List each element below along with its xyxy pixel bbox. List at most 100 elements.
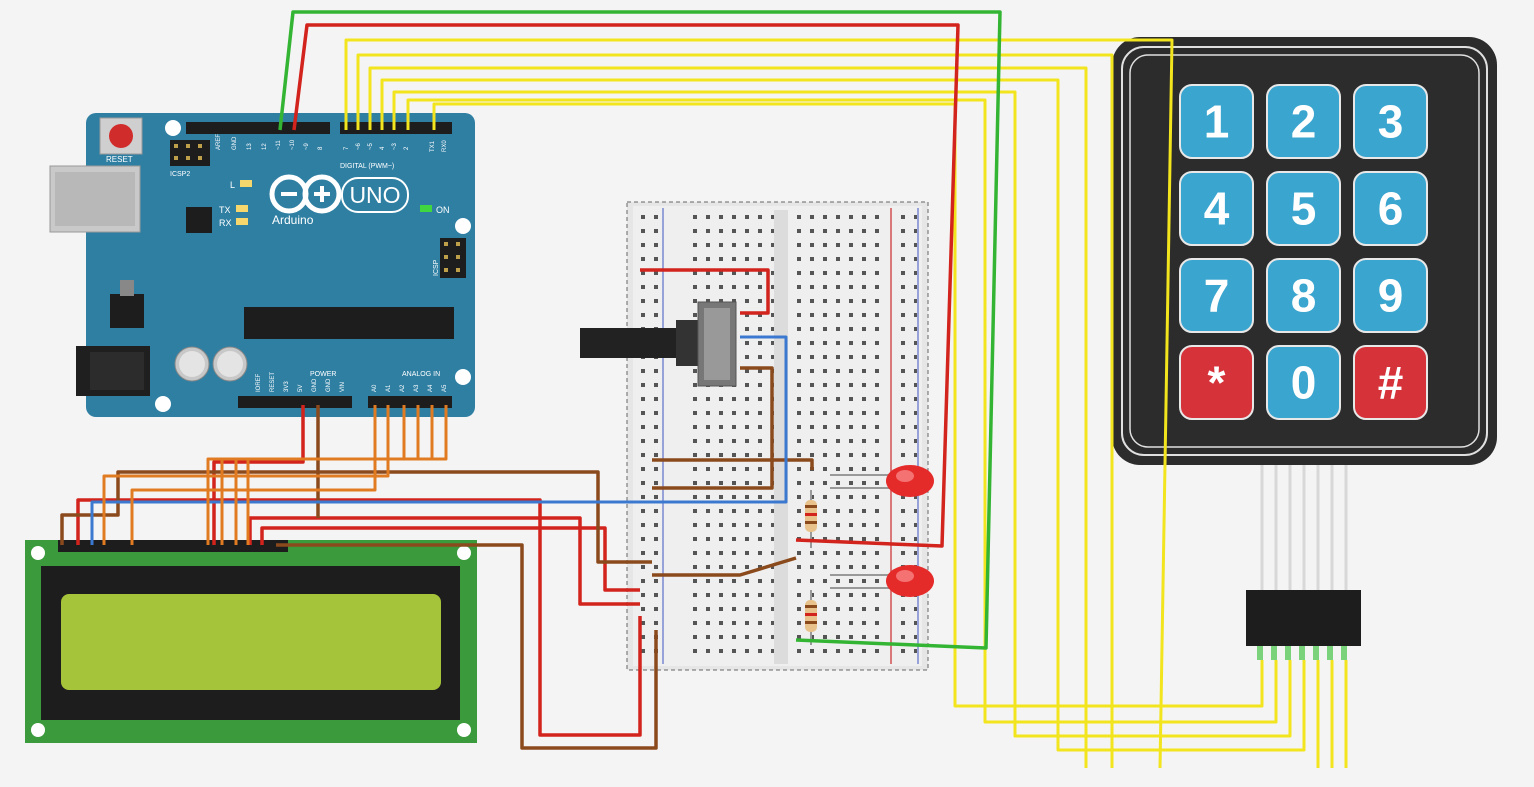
- uno-label: UNO: [349, 182, 400, 208]
- icsp-label: ICSP: [433, 259, 440, 276]
- arduino-uno-board: RESET ICSP2 AREF GND 13 12 ~11 ~10 ~9 8 …: [49, 113, 475, 417]
- pin-label: 8: [318, 146, 324, 150]
- icsp2-label: ICSP2: [170, 171, 190, 178]
- wire-red: [76, 498, 642, 737]
- pin-label: ~5: [368, 142, 374, 150]
- pin-label: RX0: [442, 140, 448, 152]
- keypad-key-label: 4: [1204, 183, 1230, 235]
- pin-label: ~3: [392, 142, 398, 150]
- pin-label: 7: [344, 146, 350, 150]
- keypad-key-star[interactable]: *: [1179, 345, 1254, 420]
- power-label: POWER: [310, 371, 336, 378]
- pin-label: 12: [262, 143, 268, 150]
- keypad-key-label: 7: [1204, 270, 1230, 322]
- lcd-16x2-display: [25, 540, 477, 743]
- keypad-key-label: 0: [1291, 357, 1317, 409]
- wire-yellow: [432, 102, 1264, 708]
- keypad-key-1[interactable]: 1: [1179, 84, 1254, 159]
- keypad-key-label: 5: [1291, 183, 1317, 235]
- wire-red: [640, 268, 770, 315]
- led-tx: [236, 205, 248, 212]
- wire-orange: [102, 405, 390, 545]
- arduino-brand: Arduino: [272, 213, 314, 227]
- reset-label: RESET: [106, 155, 133, 164]
- wire-red: [260, 526, 640, 592]
- pin-label: GND: [232, 136, 238, 150]
- keypad-key-3[interactable]: 3: [1353, 84, 1428, 159]
- led-l: [240, 180, 252, 187]
- reset-button[interactable]: [99, 117, 143, 155]
- wire-orange: [130, 405, 377, 545]
- keypad-key-label: 8: [1291, 270, 1317, 322]
- lcd-screen: [61, 594, 441, 690]
- keypad-key-hash[interactable]: #: [1353, 345, 1428, 420]
- keypad-key-5[interactable]: 5: [1266, 171, 1341, 246]
- keypad-key-7[interactable]: 7: [1179, 258, 1254, 333]
- wire-yellow: [380, 78, 1306, 752]
- potentiometer[interactable]: [580, 301, 737, 387]
- wire-yellow: [344, 38, 1174, 769]
- wire-yellow: [368, 66, 1088, 768]
- keypad-key-label: 3: [1378, 96, 1404, 148]
- led-tx-label: TX: [219, 205, 231, 215]
- wire-brown: [652, 366, 774, 490]
- arduino-logo: [269, 174, 409, 214]
- wire-brown: [652, 458, 814, 470]
- pin-label: ~6: [356, 142, 362, 150]
- wire-blue: [90, 335, 788, 545]
- pin-label: GND: [312, 378, 318, 392]
- keypad-key-2[interactable]: 2: [1266, 84, 1341, 159]
- pin-label: AREF: [216, 134, 222, 150]
- wire-yellow: [406, 98, 1278, 724]
- keypad-key-8[interactable]: 8: [1266, 258, 1341, 333]
- led-on-label: ON: [436, 205, 450, 215]
- wire-red: [248, 516, 640, 606]
- keypad-key-4[interactable]: 4: [1179, 171, 1254, 246]
- pin-label: RESET: [270, 372, 276, 392]
- resistor-2: [805, 590, 817, 645]
- pin-label: 2: [404, 146, 410, 150]
- wire-brown: [60, 470, 652, 564]
- keypad-key-label: 6: [1378, 183, 1404, 235]
- wire-red: [292, 23, 960, 548]
- led-2: [830, 565, 934, 597]
- wiring: [60, 10, 1348, 769]
- wire-yellow: [356, 53, 1114, 768]
- microcontroller-chip: [244, 307, 454, 339]
- pin-label: A3: [414, 384, 420, 392]
- pin-label: ~11: [276, 140, 282, 150]
- keypad-key-0[interactable]: 0: [1266, 345, 1341, 420]
- pin-label: 3V3: [284, 381, 290, 392]
- pin-label: 13: [247, 143, 253, 150]
- keypad-key-label: 1: [1204, 96, 1230, 148]
- keypad-key-9[interactable]: 9: [1353, 258, 1428, 333]
- led-rx-label: RX: [219, 218, 232, 228]
- keypad-connector: [1246, 590, 1361, 646]
- led-l-label: L: [230, 180, 235, 190]
- keypad-key-label: #: [1378, 357, 1404, 409]
- keypad-key-label: *: [1208, 357, 1226, 409]
- wire-brown: [652, 556, 797, 577]
- pin-label: TX1: [430, 140, 436, 152]
- led-rx: [236, 218, 248, 225]
- keypad-key-6[interactable]: 6: [1353, 171, 1428, 246]
- pin-label: 5V: [298, 385, 304, 392]
- pin-label: IOREF: [256, 373, 262, 392]
- pin-label: A0: [372, 384, 378, 392]
- pin-label: VIN: [340, 382, 346, 392]
- resistor-1: [805, 490, 817, 548]
- digital-label: DIGITAL (PWM~): [340, 163, 394, 170]
- wire-brown: [276, 543, 658, 750]
- wire-yellow: [392, 90, 1292, 738]
- led-on: [420, 205, 432, 212]
- breadboard: [626, 201, 929, 671]
- pin-label: A5: [442, 384, 448, 392]
- wire-green: [278, 10, 1002, 650]
- pin-label: ~9: [304, 142, 310, 150]
- pin-label: A4: [428, 384, 434, 392]
- led-1: [830, 465, 934, 497]
- keypad-key-label: 2: [1291, 96, 1317, 148]
- wire-orange: [246, 405, 448, 545]
- pin-label: A1: [386, 384, 392, 392]
